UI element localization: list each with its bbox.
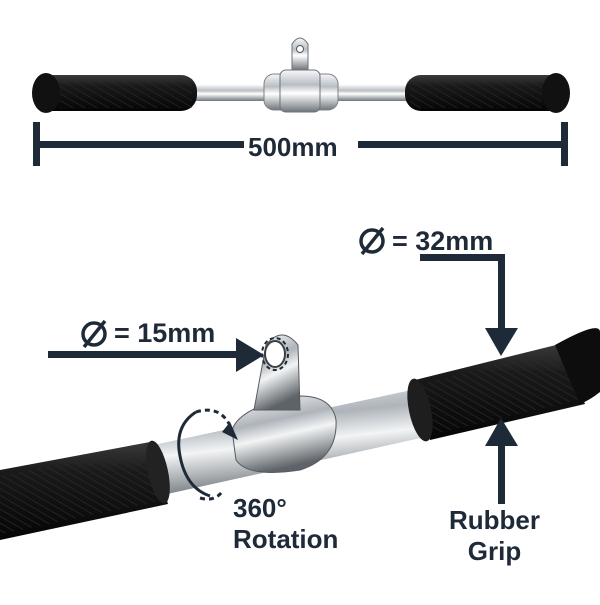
diameter-32-label: = 32mm <box>392 226 494 256</box>
rotation-arrow-icon <box>177 408 238 501</box>
diameter-icon <box>81 319 107 349</box>
right-end-cap <box>542 73 570 113</box>
diameter-15-label: = 15mm <box>114 318 216 348</box>
bar-closeup <box>0 328 600 540</box>
swivel-hub <box>263 37 339 113</box>
grip-line-2: Grip <box>467 536 522 566</box>
diameter-icon <box>359 226 385 256</box>
diameter-15-arrow <box>48 338 264 372</box>
closeup-swivel <box>231 334 337 473</box>
grip-label: Rubber Grip <box>449 505 540 567</box>
straight-bar-top-view <box>32 37 570 113</box>
grip-line-1: Rubber <box>449 505 540 535</box>
swivel-hook <box>291 37 309 71</box>
left-end-cap <box>32 73 60 113</box>
rotation-text: Rotation <box>233 524 339 554</box>
length-label: 500mm <box>244 132 342 163</box>
closeup-end-cap <box>555 328 600 404</box>
diameter-32-arrows <box>420 254 518 504</box>
rotation-label: 360° Rotation <box>233 493 338 555</box>
rotation-degrees: 360° <box>233 493 287 523</box>
length-dimension-line <box>33 122 568 166</box>
